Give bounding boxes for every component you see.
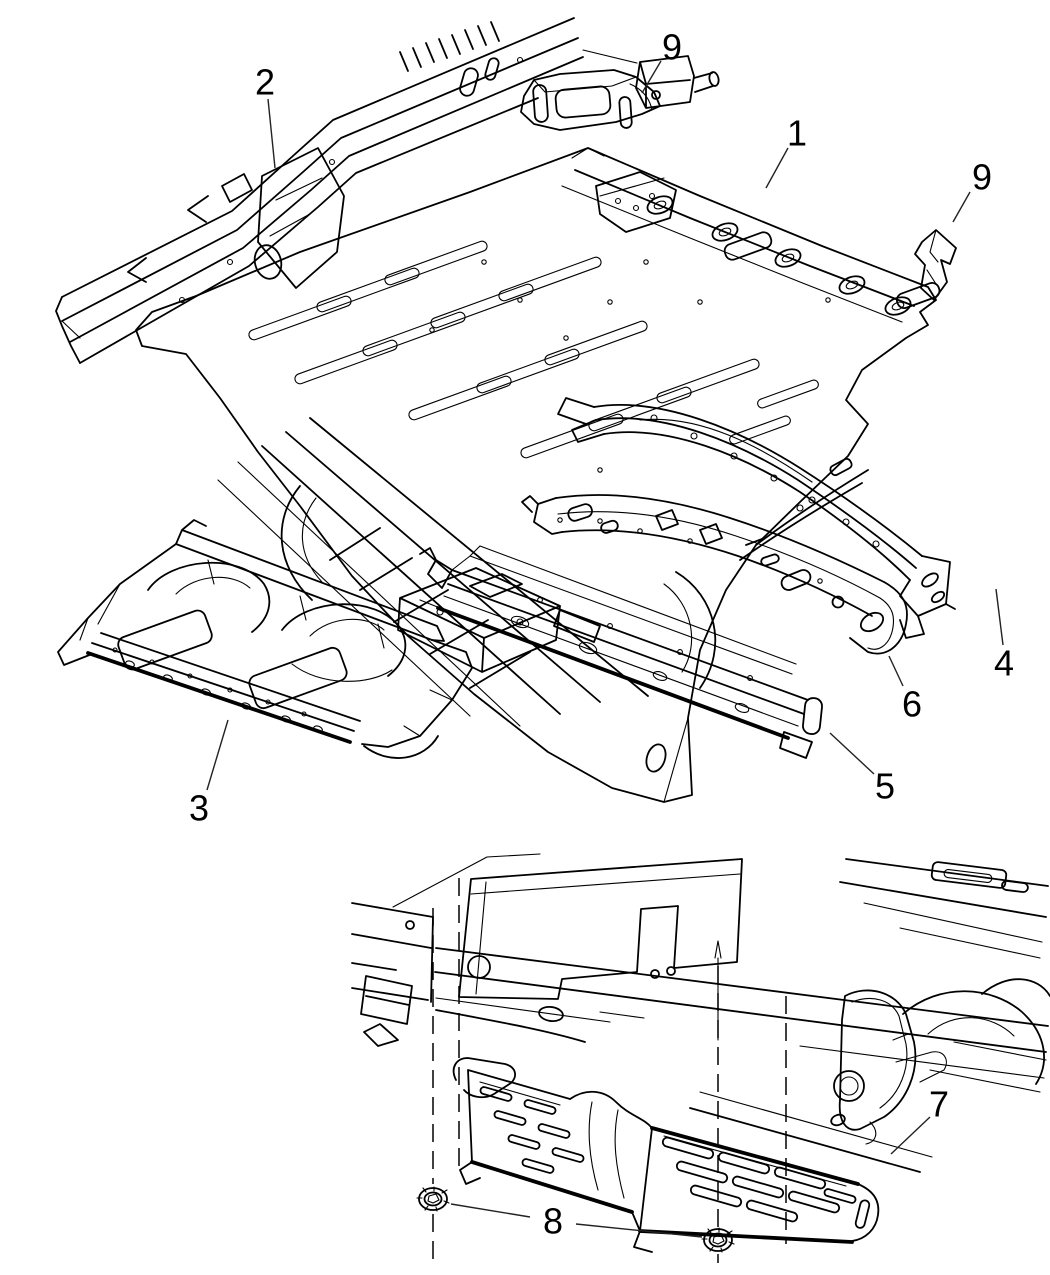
part-4-rail-illustration [557, 397, 956, 639]
callout-8: 8 [543, 1201, 563, 1242]
part-2-frame-rail-illustration [55, 17, 720, 364]
callout-4: 4 [994, 643, 1014, 684]
callout-layer: 1 2 3 4 56 7 8 9 9 [189, 27, 1014, 1242]
centerline [432, 878, 787, 1268]
part-9-bracket-right-illustration [914, 229, 957, 301]
callout-6: 6 [902, 684, 922, 725]
push-pin-fastener-right [701, 1227, 735, 1253]
callout-8-leader-2 [575, 1223, 703, 1238]
callout-2-leader-1 [267, 98, 276, 169]
callout-5: 5 [875, 766, 895, 807]
callout-2: 2 [255, 62, 275, 103]
callout-9b-leader-1 [952, 191, 971, 223]
part-5-sill-rail-illustration [419, 545, 823, 759]
callout-5-leader-1 [829, 732, 875, 775]
callout-3-leader-1 [206, 719, 229, 791]
callout-1: 1 [787, 113, 807, 154]
callout-8-leader-1 [450, 1203, 531, 1218]
part-3-seat-riser-illustration [57, 519, 473, 759]
callout-1-leader-1 [765, 147, 789, 189]
callout-7-leader-1 [890, 1116, 931, 1155]
part-6-crossmember-illustration [521, 494, 908, 655]
callout-9b: 9 [972, 157, 992, 198]
part-1-floor-pan-illustration [135, 147, 941, 803]
callout-4-leader-1 [995, 588, 1004, 646]
callout-3: 3 [189, 788, 209, 829]
push-pin-fastener-left [416, 1186, 450, 1212]
callout-7: 7 [929, 1084, 949, 1125]
callout-6-leader-1 [888, 655, 904, 687]
underbody-view-illustration [351, 853, 1050, 1268]
callout-9a-leader-1 [641, 60, 662, 94]
part-9-bracket-top-illustration [520, 69, 661, 131]
callout-9a: 9 [662, 27, 682, 68]
